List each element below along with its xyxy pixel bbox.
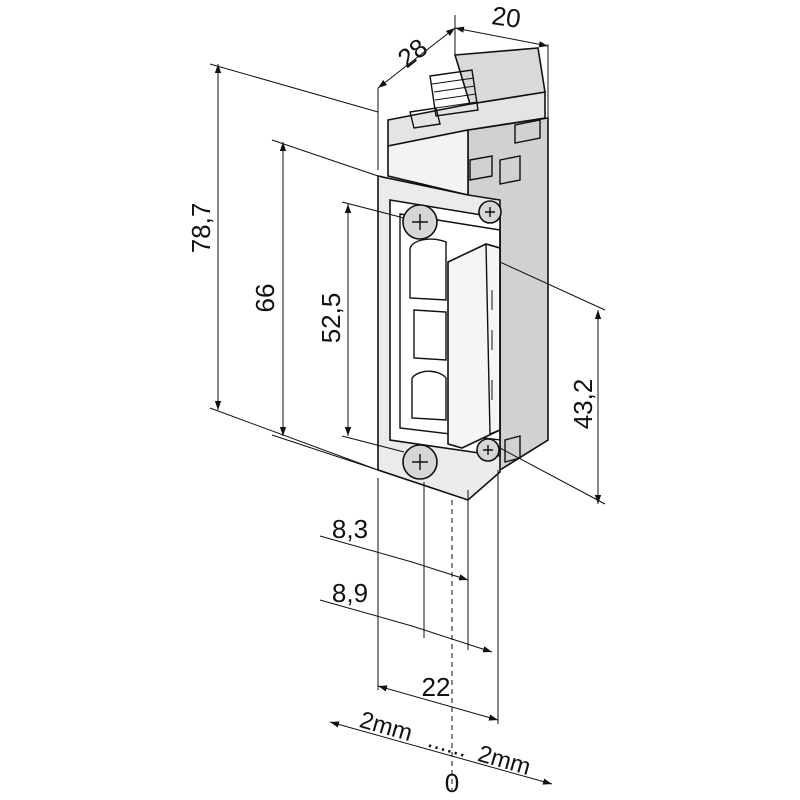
dim-adjust-left: 2mm — [357, 706, 416, 747]
latch — [409, 238, 501, 449]
dim-offset-8-9: 8,9 — [332, 578, 368, 608]
dim-offset-8-3: 8,3 — [332, 514, 368, 544]
dim-adjust-dots: ...... — [425, 726, 471, 763]
dim-opening-52-5: 52,5 — [316, 293, 346, 344]
dim-faceplate-66: 66 — [250, 284, 280, 313]
dim-depth-28: 28 — [392, 32, 433, 73]
dim-width-20: 20 — [490, 0, 523, 34]
mounting-screws — [402, 200, 502, 480]
dim-faceplate-width-22: 22 — [422, 672, 451, 702]
dim-adjust-right: 2mm — [475, 740, 534, 781]
dimension-labels: 28 20 78,7 66 52,5 43,2 8,3 8,9 22 2mm .… — [186, 0, 598, 798]
dim-latch-43-2: 43,2 — [568, 379, 598, 430]
dimension-lines — [209, 15, 606, 790]
dim-height-78-7: 78,7 — [186, 203, 216, 254]
dim-zero: 0 — [445, 768, 459, 798]
